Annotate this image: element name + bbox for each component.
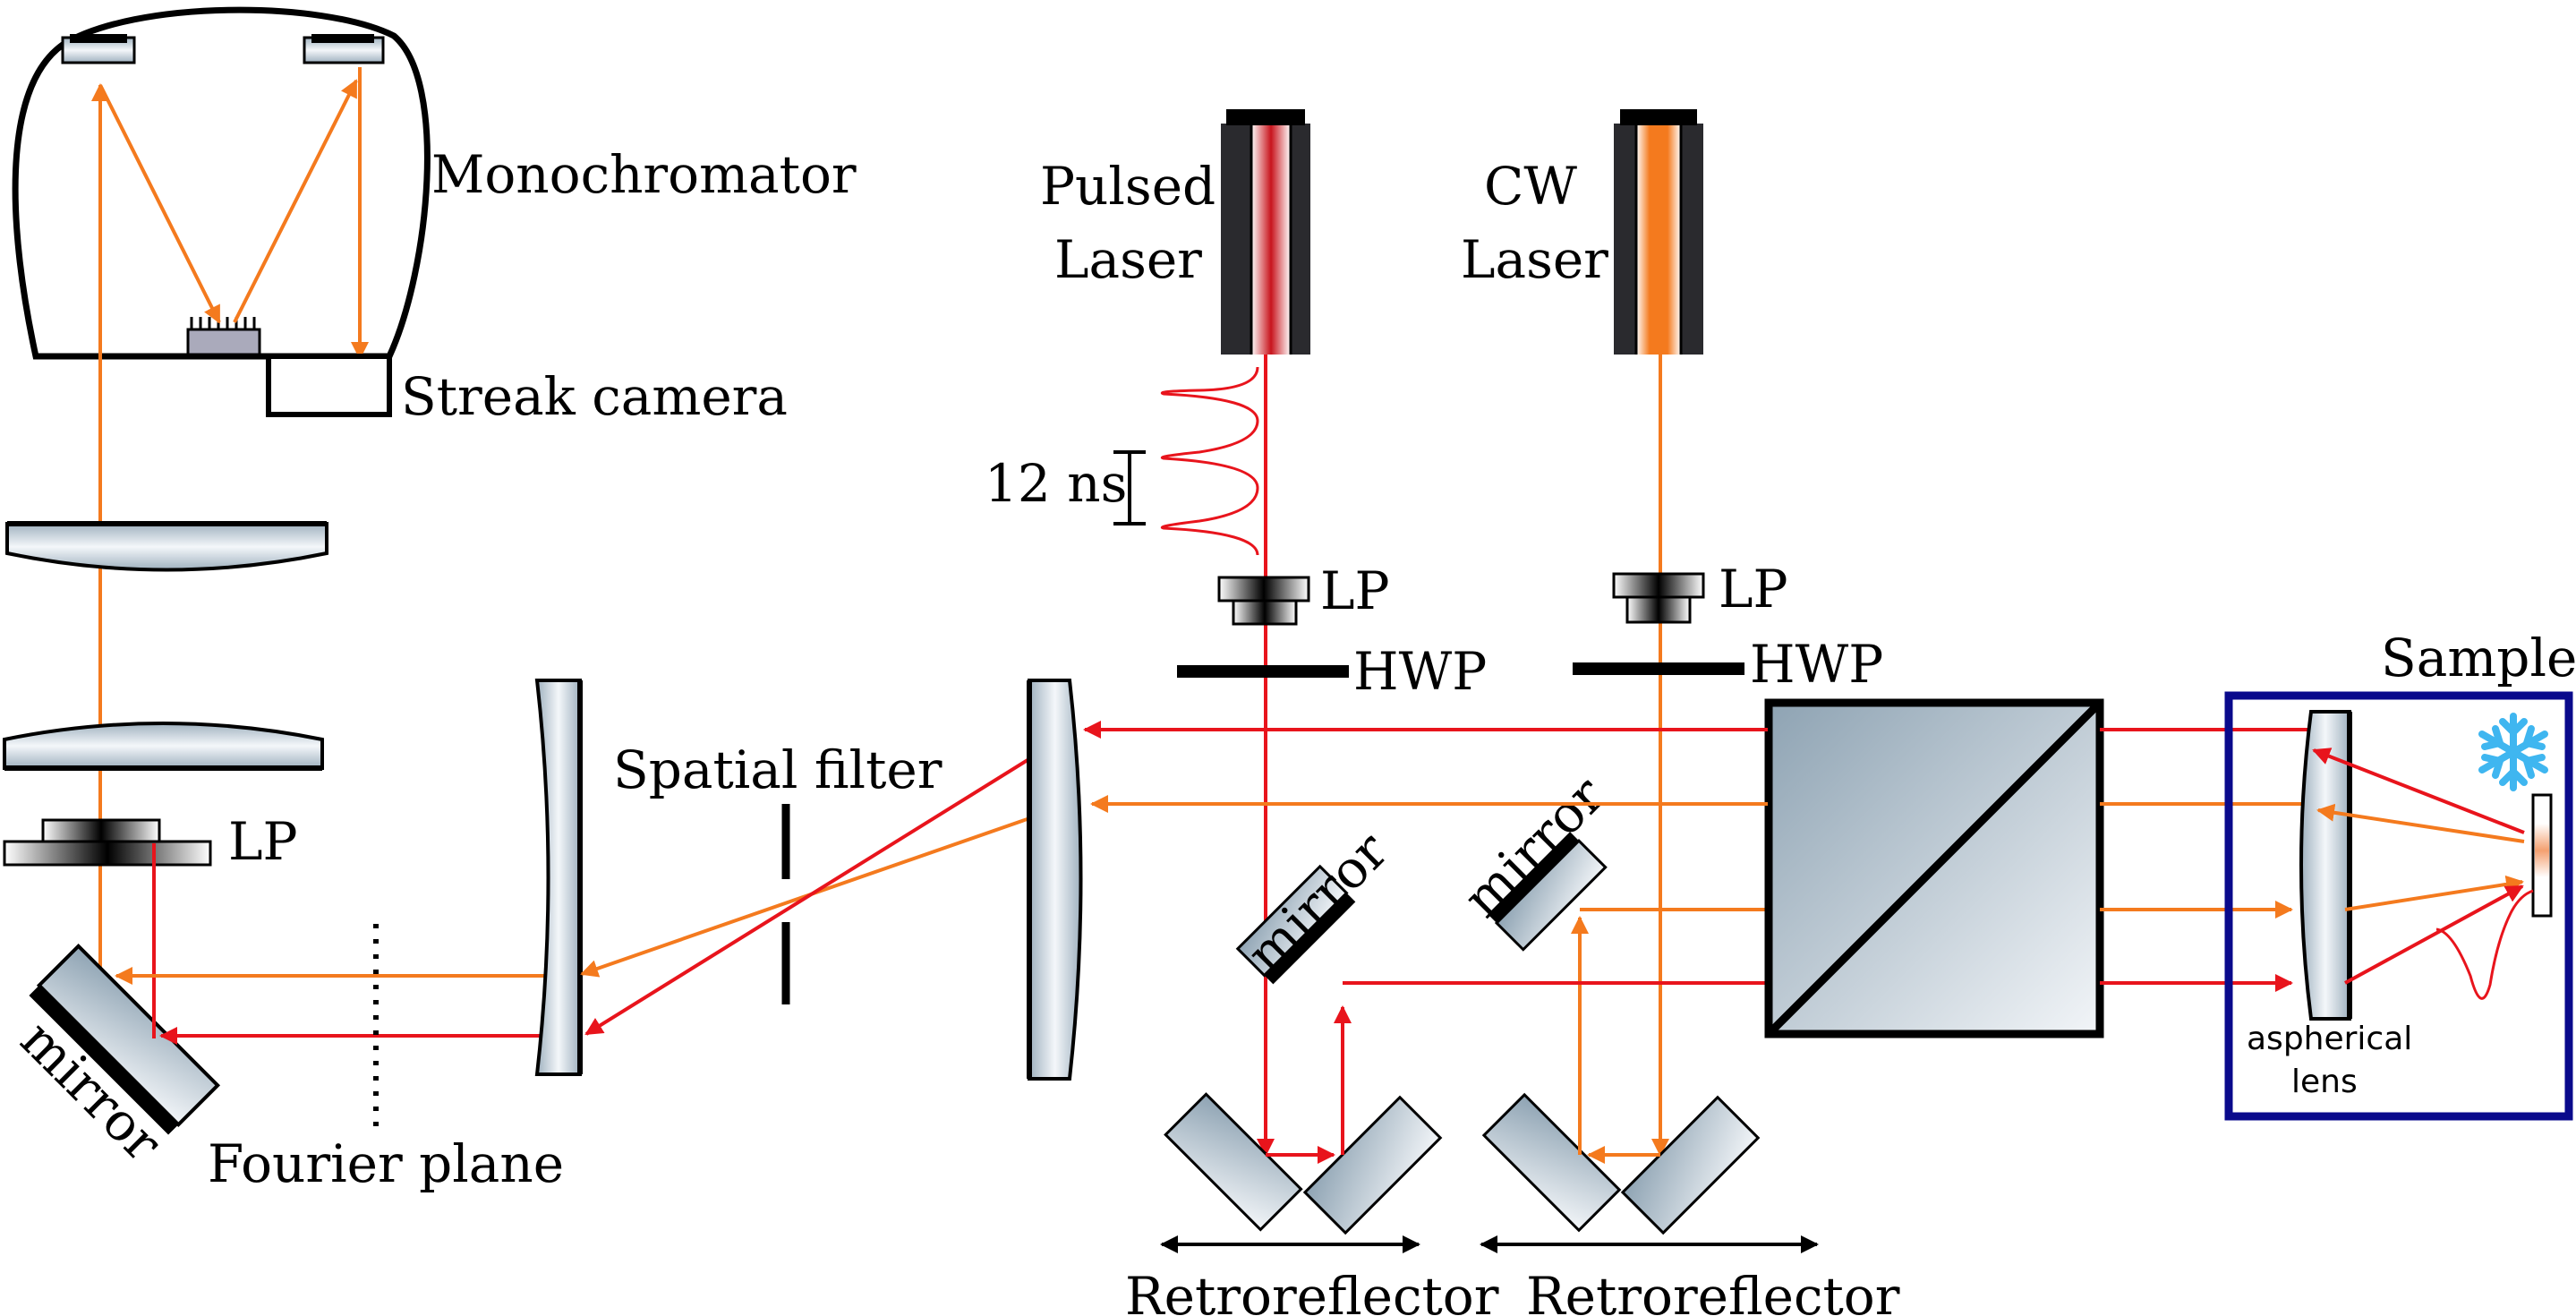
cw-laser-label-line2: Laser (1461, 229, 1608, 290)
retroreflector-2 (1480, 916, 1819, 1253)
lp-pulsed-label: LP (1320, 560, 1390, 621)
pulse-spacing-label: 12 ns (985, 453, 1127, 514)
streak-camera (266, 354, 392, 417)
monochromator-label: Monochromator (431, 144, 857, 205)
snowflake-icon (2478, 713, 2548, 791)
longpass-filter-detection (3, 818, 212, 867)
tube-lens-bottom (3, 722, 324, 770)
lp-cw-label: LP (1719, 559, 1788, 620)
mirror-cw (1488, 832, 1608, 952)
hwp-pulsed-label: HWP (1353, 641, 1487, 702)
retroreflector-1 (1160, 1005, 1443, 1253)
aspherical-lens-label-line1: aspherical (2247, 1021, 2412, 1057)
aspherical-lens-label-line2: lens (2291, 1064, 2358, 1100)
pulse-spacing-bracket (1113, 450, 1146, 526)
relay-lens-right (1028, 679, 1083, 1081)
half-wave-plate-pulsed (1177, 665, 1349, 678)
cw-laser (1614, 109, 1703, 355)
spatial-filter-label: Spatial filter (613, 739, 943, 800)
grating (186, 317, 261, 356)
relay-lens-left (534, 679, 582, 1076)
emission-pulse (2435, 889, 2534, 1000)
sample-cryostat-box (2224, 691, 2573, 1121)
retroreflector-2-label: Retroreflector (1526, 1266, 1900, 1316)
pulsed-laser (1221, 109, 1310, 355)
pulsed-laser-label-line1: Pulsed (1040, 156, 1215, 217)
monochromator (12, 6, 431, 360)
cw-laser-label-line1: CW (1484, 156, 1577, 217)
mirror-left (29, 943, 221, 1135)
fourier-plane-label: Fourier plane (208, 1133, 564, 1194)
longpass-filter-pulsed (1217, 576, 1310, 626)
half-wave-plate-cw (1573, 662, 1744, 675)
aspherical-lens (2299, 710, 2351, 1021)
sample-label: Sample (2381, 628, 2576, 688)
pulsed-laser-label-line2: Laser (1054, 229, 1202, 290)
mirror-pulsed (1235, 864, 1356, 985)
tube-lens-top (5, 522, 328, 572)
lp-detection-label: LP (228, 811, 298, 872)
pulse-train (1160, 366, 1259, 556)
retroreflector-1-label: Retroreflector (1125, 1266, 1499, 1316)
beamsplitter-cube (1764, 698, 2104, 1038)
longpass-filter-cw (1612, 572, 1705, 624)
streak-camera-label: Streak camera (401, 366, 788, 427)
mirror-pulsed-label: mirror (1235, 820, 1400, 985)
hwp-cw-label: HWP (1750, 634, 1883, 695)
